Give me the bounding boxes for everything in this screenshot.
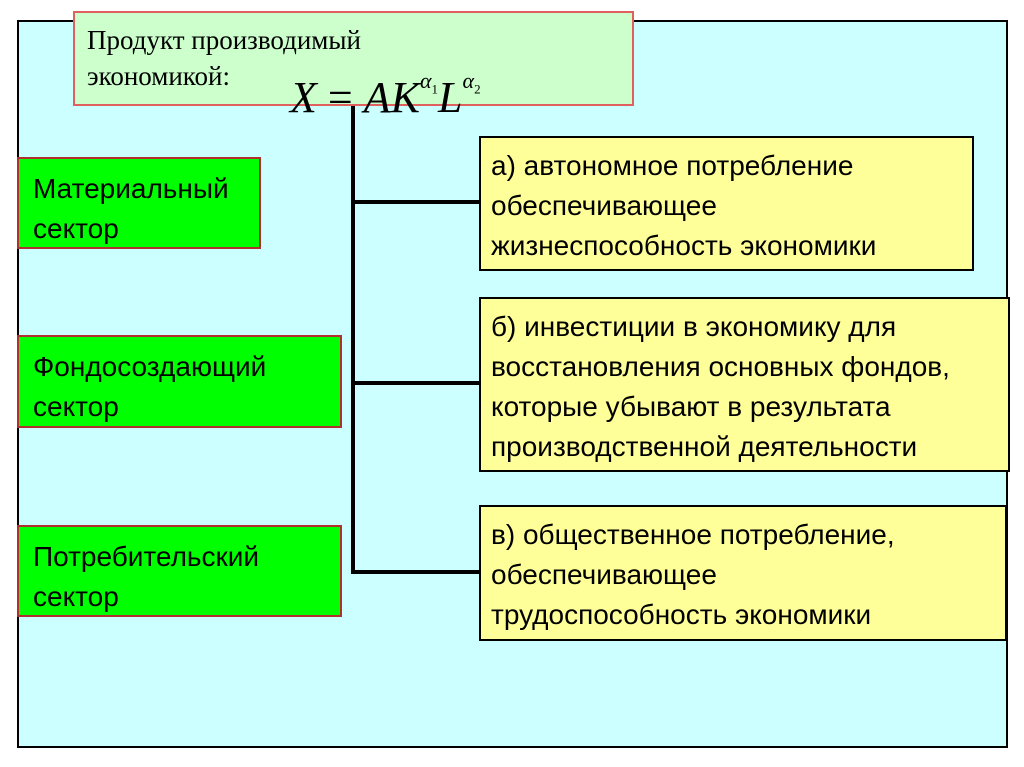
- formula-l: L: [438, 73, 463, 122]
- description-b: б) инвестиции в экономику для восстановл…: [479, 297, 1010, 472]
- sector-label-line-2: сектор: [33, 213, 119, 244]
- description-line: обеспечивающее: [491, 190, 717, 221]
- description-line: а) автономное потребление: [491, 150, 854, 181]
- title-line-1: Продукт производимый: [87, 25, 361, 55]
- sector-fund-creating: Фондосоздающий сектор: [17, 335, 342, 428]
- sector-label-line-1: Материальный: [33, 173, 229, 204]
- sector-material: Материальный сектор: [17, 157, 261, 249]
- description-line: в) общественное потребление,: [491, 519, 895, 550]
- connector-c: [351, 570, 479, 574]
- description-a: а) автономное потребление обеспечивающее…: [479, 136, 974, 271]
- formula-equals: =: [327, 73, 353, 122]
- description-line: восстановления основных фондов,: [491, 351, 950, 382]
- description-line: производственной деятельности: [491, 431, 918, 462]
- formula-alpha1: α1: [419, 68, 439, 97]
- sector-label-line-1: Фондосоздающий: [33, 351, 267, 382]
- description-c: в) общественное потребление, обеспечиваю…: [479, 505, 1007, 641]
- description-line: обеспечивающее: [491, 559, 717, 590]
- sector-label-line-2: сектор: [33, 391, 119, 422]
- formula-alpha2: α2: [462, 68, 481, 97]
- description-line: которые убывают в результата: [491, 391, 891, 422]
- formula-a: A: [363, 73, 391, 122]
- connector-b: [351, 381, 479, 385]
- description-line: трудоспособность экономики: [491, 599, 872, 630]
- connector-vertical: [351, 106, 355, 574]
- formula-x: X: [290, 73, 317, 122]
- connector-a: [351, 200, 479, 204]
- description-line: б) инвестиции в экономику для: [491, 311, 897, 342]
- sector-consumer: Потребительский сектор: [17, 525, 342, 617]
- description-line: жизнеспособность экономики: [491, 230, 877, 261]
- formula-k: K: [390, 73, 420, 122]
- sector-label-line-1: Потребительский: [33, 541, 260, 572]
- production-formula: X = AKα1Lα2: [290, 59, 481, 120]
- sector-label-line-2: сектор: [33, 581, 119, 612]
- title-line-2: экономикой:: [87, 61, 231, 91]
- product-title-box: Продукт производимый экономикой: X = AKα…: [73, 11, 634, 120]
